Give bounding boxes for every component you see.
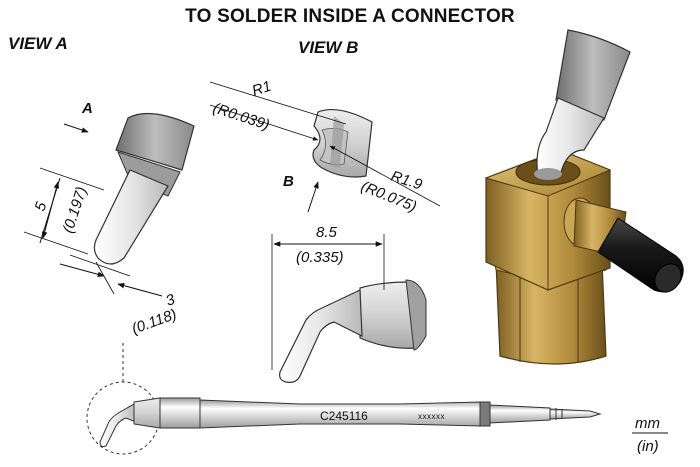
unit-in: (in) [637, 438, 659, 455]
dim-bend-mm: 8.5 [316, 224, 338, 241]
view-a-collar [115, 112, 195, 171]
view-a-tip [93, 112, 195, 265]
cartridge-serial: xxxxxx [418, 412, 445, 421]
view-b-label: VIEW B [298, 38, 359, 57]
cartridge-code: C245116 [320, 409, 368, 423]
dim-length-mm: 5 [32, 199, 51, 213]
dim-bend-in: (0.335) [296, 249, 344, 266]
connector-illustration [484, 29, 684, 365]
drawing-title: TO SOLDER INSIDE A CONNECTOR [185, 6, 515, 27]
cartridge [99, 397, 602, 447]
dim-length-in: (0.197) [60, 185, 91, 235]
marker-b: B [283, 173, 294, 190]
dim-r1-mm: R1 [250, 78, 274, 100]
view-a-blade [93, 169, 169, 265]
dim-width-in: (0.118) [130, 306, 179, 338]
view-b-tip [312, 109, 373, 178]
marker-a: A [81, 100, 93, 117]
view-a-label: VIEW A [8, 34, 68, 53]
dim-r1-in: (R0.039) [211, 100, 272, 134]
side-profile-tip [279, 279, 427, 383]
unit-mm: mm [635, 415, 660, 432]
